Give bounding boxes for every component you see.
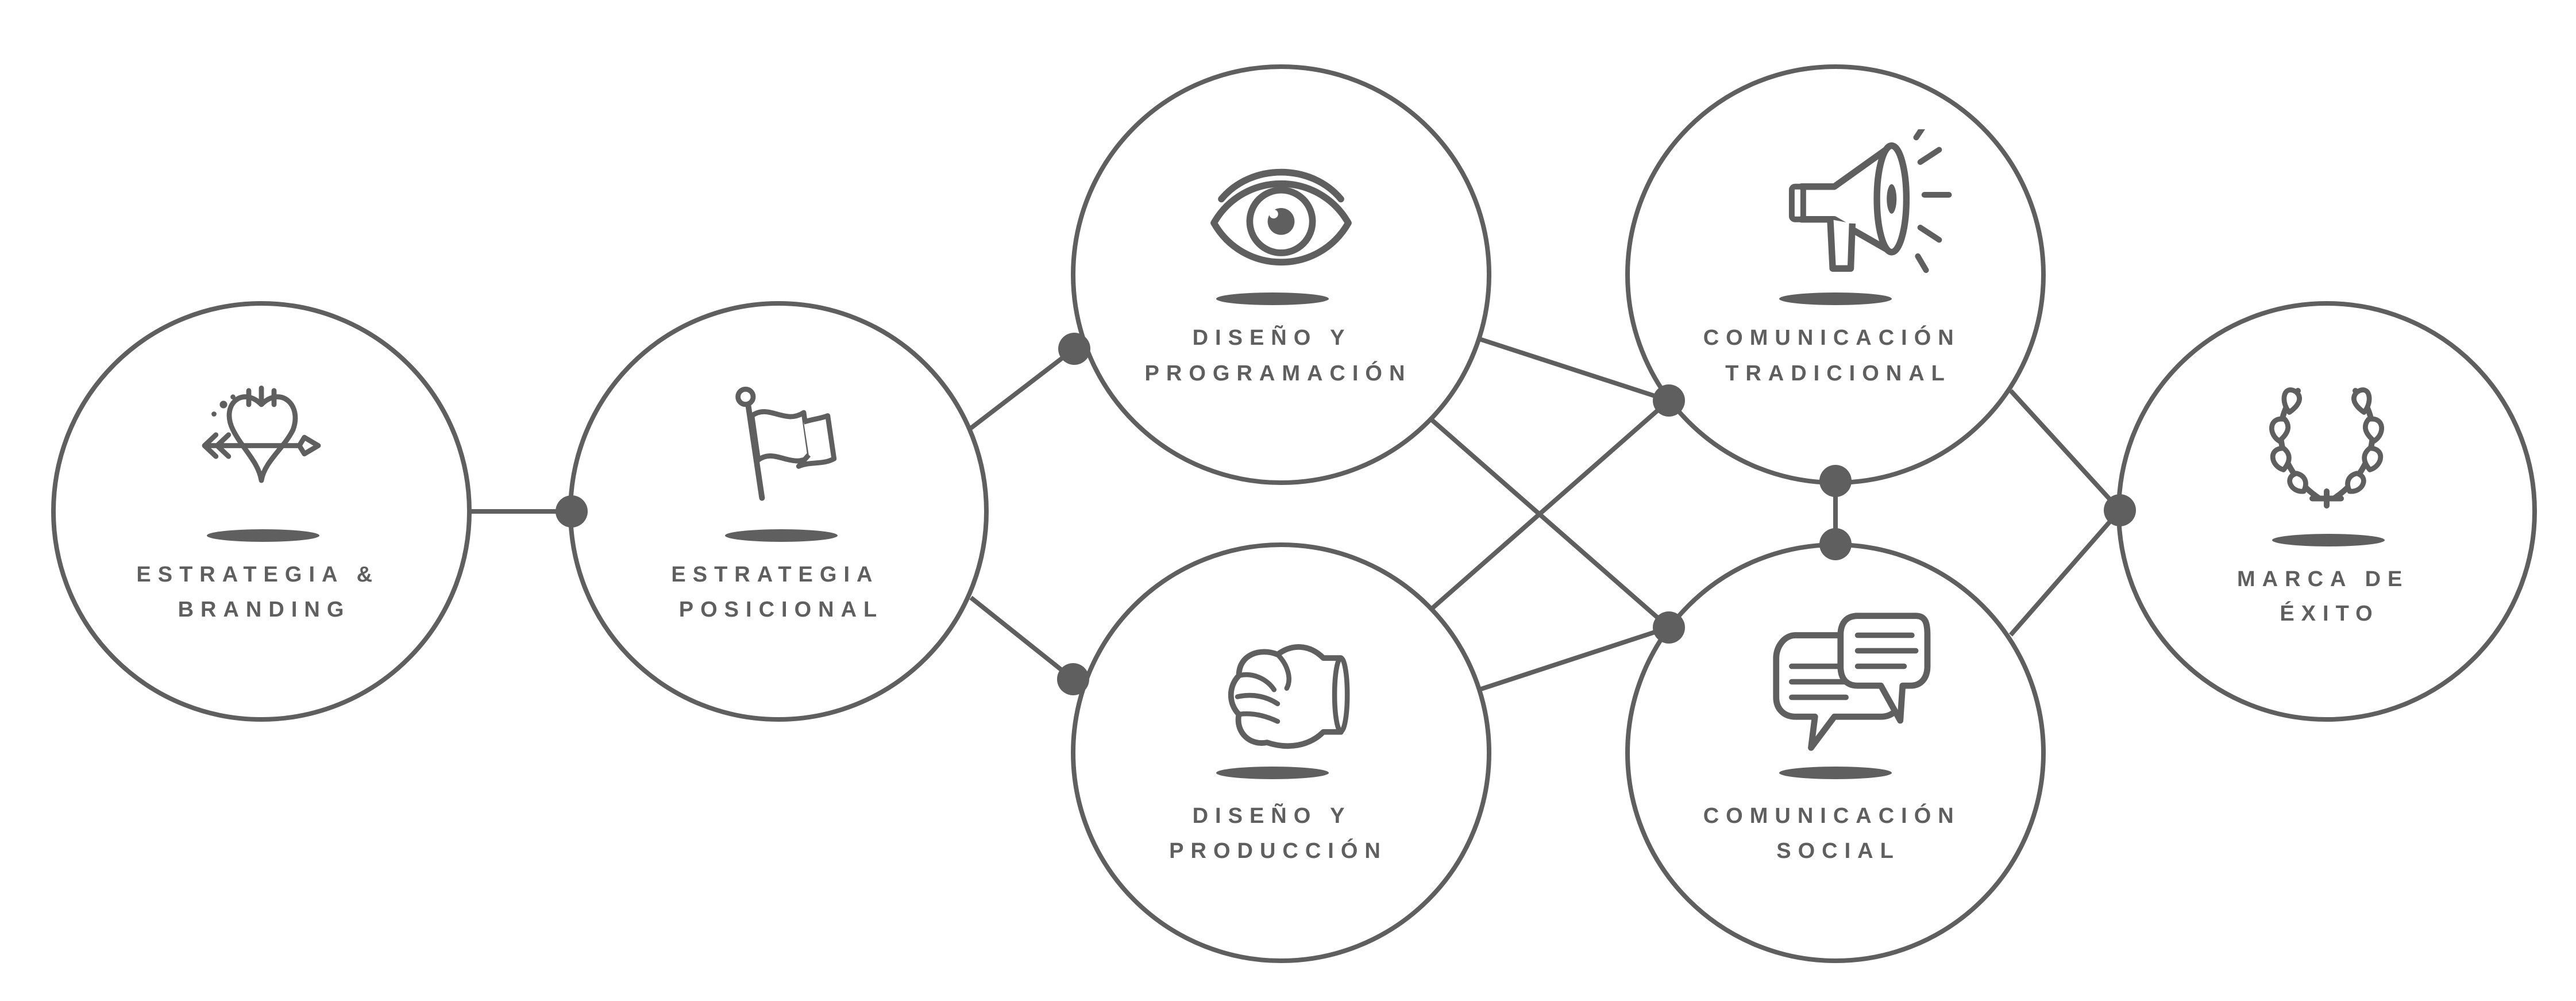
junction-dot [1058, 333, 1090, 365]
icon-shadow [207, 529, 319, 542]
connector [1423, 411, 1671, 630]
node-circle-comunicacion-social [1625, 542, 2046, 963]
icon-shadow [2272, 534, 2385, 546]
node-circle-diseno-produccion [1071, 542, 1491, 963]
node-label-comunicacion-social: COMUNICACIÓN SOCIAL [1703, 803, 1974, 863]
label-line: COMUNICACIÓN [1703, 803, 1961, 828]
node-circles [51, 64, 2537, 963]
label-line: TRADICIONAL [1725, 361, 1952, 386]
node-circle-diseno-programacion [1071, 64, 1491, 485]
node-circle-estrategia-branding [51, 301, 472, 722]
label-line: PRODUCCIÓN [1169, 838, 1387, 863]
icon-shadow [1779, 767, 1892, 779]
node-label-marca-exito: MARCA DE ÉXITO [2237, 567, 2422, 626]
node-label-diseno-programacion: DISEÑO Y PROGRAMACIÓN [1145, 325, 1412, 386]
icon-shadow [725, 529, 838, 542]
fist-icon [1231, 647, 1347, 746]
connectors [468, 334, 2122, 695]
junction-dot [556, 495, 588, 528]
node-circle-comunicacion-tradicional [1625, 64, 2046, 485]
connector [1470, 625, 1670, 695]
label-line: ESTRATEGIA & [136, 563, 379, 587]
node-circle-marca-exito [2116, 301, 2537, 722]
icon-shadows [207, 292, 2385, 779]
connector [969, 595, 1075, 682]
connector [969, 346, 1076, 430]
connector [1423, 398, 1671, 617]
junction-dot [1819, 465, 1852, 497]
connector [2009, 389, 2122, 512]
junction-dot [2104, 494, 2136, 526]
icon-shadow [1216, 767, 1329, 779]
node-label-comunicacion-tradicional: COMUNICACIÓN TRADICIONAL [1703, 325, 1974, 386]
node-label-estrategia-posicional: ESTRATEGIA POSICIONAL [671, 563, 891, 622]
junction-dot [1057, 663, 1089, 695]
label-line: ESTRATEGIA [671, 563, 878, 587]
node-label-estrategia-branding: ESTRATEGIA & BRANDING [136, 563, 392, 622]
junction-dots [556, 333, 2136, 695]
label-line: MARCA DE [2237, 567, 2409, 591]
label-line: ÉXITO [2280, 600, 2379, 626]
connector [2008, 509, 2122, 637]
eye-icon [1214, 172, 1348, 263]
label-line: DISEÑO Y [1193, 803, 1351, 828]
icon-shadow [1216, 292, 1329, 305]
label-line: POSICIONAL [679, 598, 884, 622]
junction-dot [1819, 528, 1852, 560]
label-line: SOCIAL [1776, 839, 1900, 863]
junction-dot [1653, 611, 1685, 644]
label-line: PROGRAMACIÓN [1145, 360, 1412, 386]
junction-dot [1653, 384, 1685, 417]
label-line: BRANDING [178, 598, 351, 622]
node-label-diseno-produccion: DISEÑO Y PRODUCCIÓN [1169, 803, 1387, 863]
connector [1470, 334, 1670, 403]
node-circle-estrategia-posicional [568, 301, 989, 722]
label-line: DISEÑO Y [1193, 325, 1351, 350]
icon-shadow [1779, 292, 1892, 305]
label-line: COMUNICACIÓN [1703, 325, 1961, 350]
node-labels: ESTRATEGIA & BRANDING ESTRATEGIA POSICIO… [136, 325, 2422, 863]
